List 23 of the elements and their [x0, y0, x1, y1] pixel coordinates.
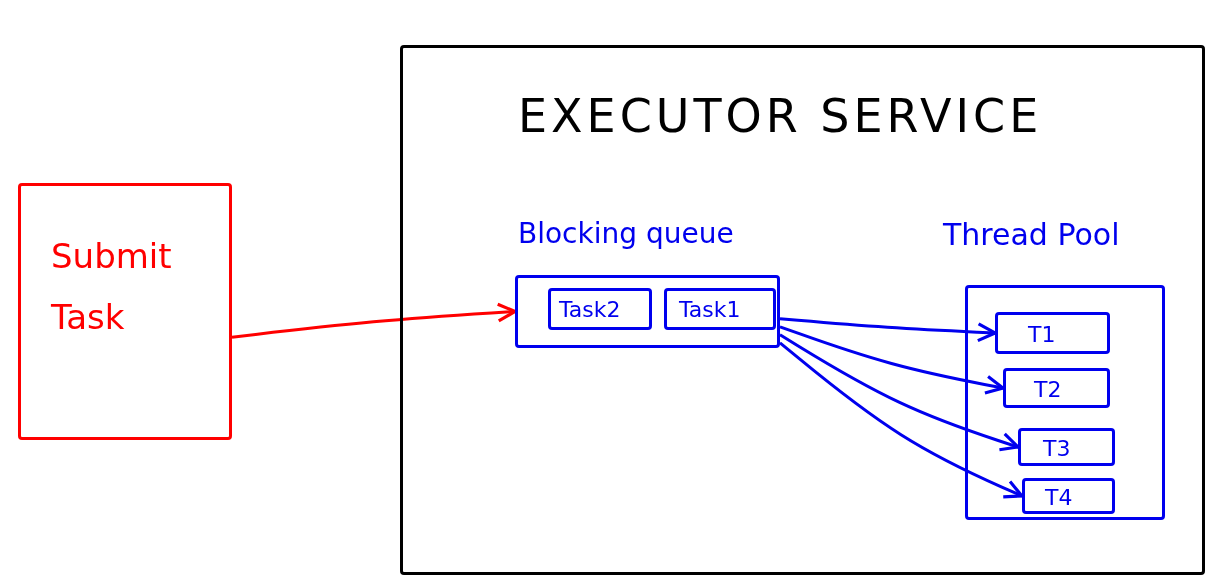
node-label: T1 [1028, 324, 1056, 346]
node-label: T4 [1045, 487, 1073, 509]
arrow [779, 333, 1020, 452]
thread-box [1022, 478, 1115, 514]
service-container [400, 45, 1205, 575]
node-label: Task2 [559, 299, 621, 321]
arrow [779, 341, 1024, 499]
node-label: Task1 [679, 299, 741, 321]
thread-box [1018, 428, 1115, 466]
node-label: Blocking queue [518, 220, 734, 248]
node-label: T3 [1043, 438, 1071, 460]
node-label: T2 [1034, 379, 1062, 401]
task-box [18, 183, 232, 440]
task-box [664, 288, 776, 330]
node-label: Submit Task [51, 235, 173, 340]
node-label: EXECUTOR SERVICE [518, 93, 1043, 139]
arrow [779, 317, 997, 343]
thread-box [995, 312, 1110, 354]
node-label: Thread Pool [943, 220, 1120, 250]
arrow [779, 325, 1005, 395]
arrow [231, 302, 517, 339]
task-box [548, 288, 652, 330]
thread-box [1003, 368, 1110, 408]
